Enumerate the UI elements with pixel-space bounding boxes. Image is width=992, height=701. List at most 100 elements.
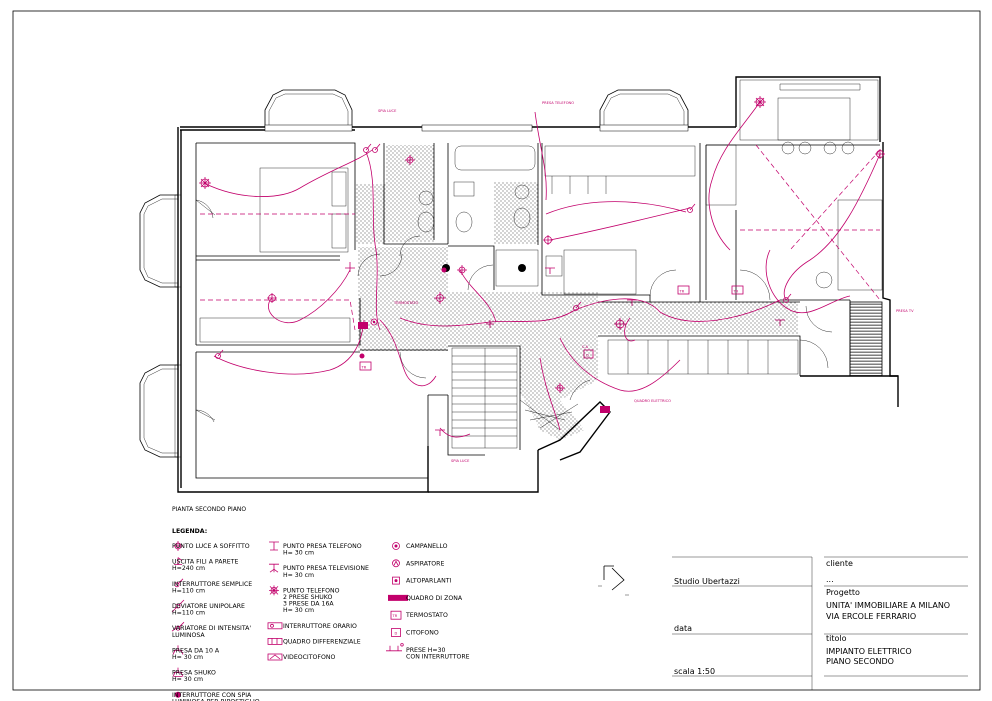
- legend-item-text: INTERRUTTORE ORARIO: [283, 623, 357, 630]
- intercom-icon: D: [391, 628, 401, 637]
- phone-point-icon: [269, 585, 279, 596]
- legend-item-text: LUMINOSA PER RIPOSTIGLIO: [172, 698, 260, 701]
- staircase: [451, 347, 579, 449]
- balcony-right: [739, 79, 879, 155]
- ceiling-light-icon: [543, 235, 553, 245]
- client-value: ...: [826, 575, 834, 584]
- socket-switch-icon: [386, 643, 404, 652]
- legend-item: PRESA DA 10 AH= 30 cm: [172, 645, 220, 661]
- switch-icon: [372, 143, 381, 153]
- annotation-label: SPIA LUCE: [378, 109, 397, 113]
- ceiling-light-icon: [405, 155, 415, 165]
- client-label: cliente: [826, 559, 853, 568]
- intercom-icon: D: [583, 349, 594, 359]
- legend-item-text: CAMPANELLO: [406, 543, 448, 550]
- zone-panel-icon: [388, 594, 408, 601]
- ceiling-light-icon: [267, 293, 277, 303]
- ceiling-light-icon: [754, 96, 766, 108]
- annotation-label: QUADRO ELETTRICO: [634, 399, 671, 403]
- legend-item-text: CITOFONO: [406, 630, 439, 637]
- legend-item: PUNTO LUCE A SOFFITTO: [172, 541, 250, 551]
- legend-item: ASPIRATORE: [392, 559, 444, 567]
- doorbell-icon: [370, 318, 378, 326]
- legend-item-text: QUADRO DI ZONA: [406, 595, 463, 602]
- socket-10a-icon: [545, 267, 555, 274]
- doorbell-icon: [392, 542, 400, 550]
- legend: LEGENDA: PUNTO LUCE A SOFFITTO USCITA FIL…: [171, 528, 470, 701]
- title-line-2: PIANO SECONDO: [826, 657, 894, 666]
- window-openings: [264, 124, 689, 132]
- legend-item-text: TERMOSTATO: [405, 612, 448, 619]
- annotation-label: TERMOSTATO: [393, 301, 418, 305]
- legend-item-text: PRESE H=30: [406, 647, 446, 654]
- speaker-icon: [441, 267, 447, 273]
- doors: [195, 199, 833, 423]
- project-line-2: VIA ERCOLE FERRARIO: [826, 612, 916, 621]
- legend-item-text: ALTOPARLANTI: [406, 578, 452, 585]
- thermostat-icon: TR: [390, 610, 402, 620]
- legend-item-text: 3 PRESE DA 16A: [283, 601, 334, 608]
- ceiling-light-icon: [457, 265, 467, 275]
- north-arrow-icon: [598, 565, 629, 596]
- zone-panel-icon: [600, 406, 610, 413]
- legend-item-text: LUMINOSA: [172, 632, 205, 639]
- legend-item-text: H= 30 cm: [172, 654, 203, 661]
- ceiling-light-icon: [614, 318, 626, 330]
- legend-item: VIDEOCITOFONO: [267, 653, 335, 661]
- legend-item-text: PRESA SHUKO: [172, 670, 216, 677]
- indicator-switch-icon: [175, 691, 181, 698]
- thermostat-tag: TR: [361, 366, 367, 370]
- legend-item-text: DEVIATORE UNIPOLARE: [172, 603, 245, 610]
- legend-item-text: H=240 cm: [172, 565, 205, 572]
- project-line-1: UNITA' IMMOBILIARE A MILANO: [826, 601, 950, 610]
- sheet-frame: [12, 10, 981, 691]
- legend-item: INTERRUTTORE ORARIO: [267, 622, 357, 630]
- furniture: [199, 144, 883, 375]
- dimmer-icon: [171, 621, 185, 632]
- project-label: Progetto: [826, 588, 860, 597]
- legend-item: D CITOFONO: [391, 628, 439, 637]
- speaker-icon: [392, 576, 400, 585]
- legend-item: CAMPANELLO: [392, 542, 448, 550]
- switch-icon: [174, 578, 184, 588]
- title-block: Studio Ubertazzi data scala 1:50 cliente…: [672, 556, 968, 690]
- ceiling-light-icon: [199, 177, 211, 189]
- legend-item-text: ASPIRATORE: [406, 560, 444, 567]
- legend-title: LEGENDA:: [172, 528, 207, 535]
- socket-10a-icon: [627, 299, 637, 306]
- annotation-label: SPIA LUCE: [451, 459, 470, 463]
- plan-title: PIANTA SECONDO PIANO: [172, 506, 246, 513]
- switch-icon: [363, 143, 372, 153]
- bay-window-top-2: [599, 89, 689, 127]
- legend-item-text: PUNTO PRESA TELEFONO: [283, 543, 362, 550]
- intercom-tag: D: [586, 354, 589, 358]
- floor-plan: TR TR TR D C.A SPIA LUCE PRESA TELEFONO …: [139, 76, 914, 493]
- zone-panel-icon: [358, 322, 368, 329]
- legend-item-text: H= 30 cm: [283, 550, 314, 557]
- legend-item-text: PUNTO PRESA TELEVISIONE: [283, 565, 369, 572]
- date-label: data: [674, 624, 692, 633]
- annotation-label: PRESA TELEFONO: [542, 101, 574, 105]
- ceiling-light-icon: [434, 292, 446, 304]
- wall-outlet-icon: [174, 557, 183, 565]
- thermostat-icon: TR: [731, 285, 744, 295]
- legend-item-text: QUADRO DIFFERENZIALE: [283, 638, 361, 645]
- ceiling-light-icon: [173, 541, 183, 551]
- tv-socket-icon: [269, 563, 279, 573]
- ceiling-light-icon: [875, 149, 885, 159]
- socket-10a-icon: [172, 645, 184, 655]
- legend-item-text: H= 30 cm: [172, 676, 203, 683]
- legend-item-text: PUNTO LUCE A SOFFITTO: [172, 543, 250, 550]
- legend-item-text: PRESA DA 10 A: [172, 647, 220, 654]
- differential-panel-icon: [267, 638, 283, 645]
- legend-item-text: INTERRUTTORE CON SPIA: [172, 692, 252, 699]
